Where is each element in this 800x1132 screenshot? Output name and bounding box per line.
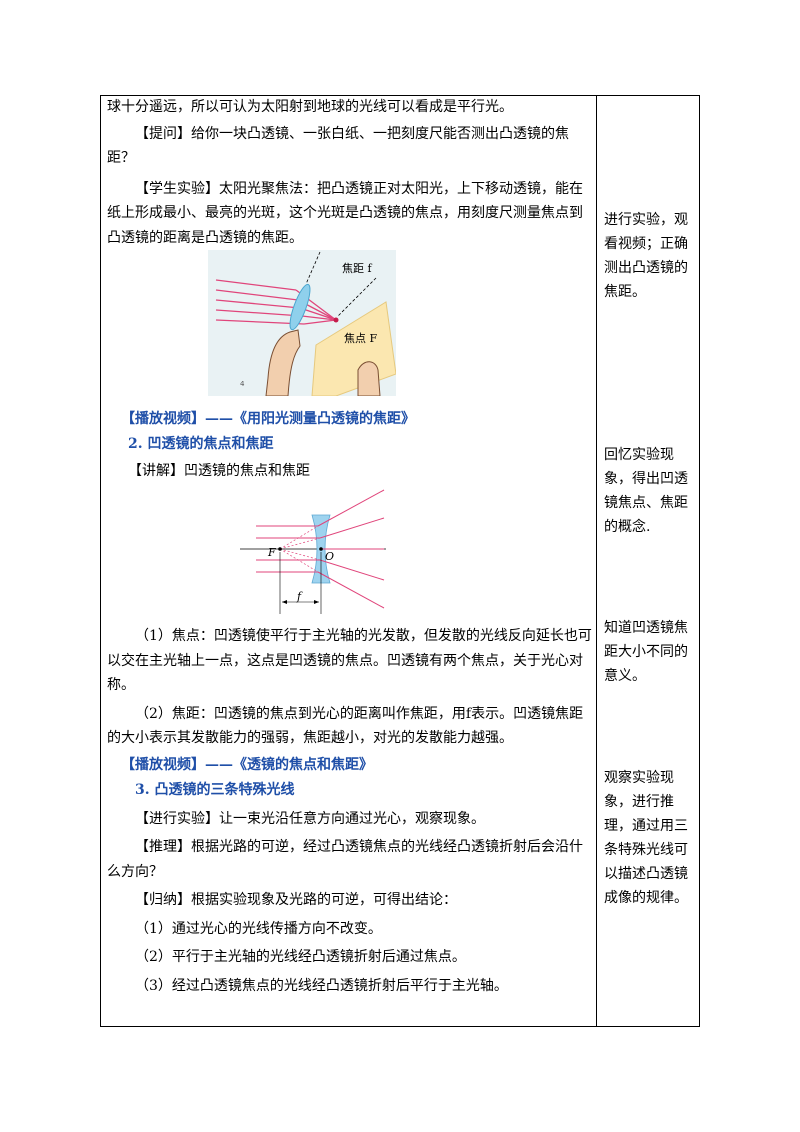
paragraph-1: 球十分遥远，所以可认为太阳射到地球的光线可以看成是平行光。 xyxy=(107,99,513,115)
convex-lens-photo: 焦距 f 焦点 F 4 xyxy=(208,250,397,397)
conclusion-3: （3）经过凸透镜焦点的光线经凸透镜折射后平行于主光轴。 xyxy=(135,977,508,994)
paragraph-summary: 【归纳】根据实验现象及光路的可逆，可得出结论： xyxy=(135,892,457,908)
paragraph-explain: 【讲解】凹透镜的焦点和焦距 xyxy=(128,463,310,479)
paragraph-focus-def: （1）焦点：凹透镜使平行于主光轴的光发散，但发散的光线反向延长也可以交在主光轴上… xyxy=(107,628,592,693)
label-f: f xyxy=(296,590,303,603)
side-note-4: 观察实验现象，进行推理，通过用三条特殊光线可以描述凸透镜成像的规律。 xyxy=(604,770,688,906)
figure-corner-number: 4 xyxy=(240,380,245,388)
concave-lens-svg: F O f xyxy=(240,489,386,614)
video-link-2[interactable]: 【播放视频】——《透镜的焦点和焦距》 xyxy=(121,756,373,773)
side-note-1: 进行实验，观看视频；正确测出凸透镜的焦距。 xyxy=(604,212,688,300)
label-focal-length: 焦距 f xyxy=(342,262,372,275)
convex-lens-illustration: 焦距 f 焦点 F 4 xyxy=(208,250,397,397)
main-column: 球十分遥远，所以可认为太阳射到地球的光线可以看成是平行光。 【提问】给你一块凸透… xyxy=(107,95,592,250)
paragraph-experiment: 【学生实验】太阳光聚焦法：把凸透镜正对太阳光，上下移动透镜，能在纸上形成最小、最… xyxy=(107,180,583,246)
table-frame xyxy=(100,95,700,1027)
conclusion-2: （2）平行于主光轴的光线经凸透镜折射后通过焦点。 xyxy=(135,949,466,965)
paragraph-experiment-2: 【进行实验】让一束光沿任意方向通过光心，观察现象。 xyxy=(135,810,485,827)
label-focus: 焦点 F xyxy=(344,332,377,345)
side-note-2: 回忆实验现象，得出凹透镜焦点、焦距的概念. xyxy=(604,447,688,535)
main-column-section-2: 【播放视频】——《用阳光测量凸透镜的焦距》 2. 凹透镜的焦点和焦距 【讲解】凹… xyxy=(107,407,592,484)
side-note-3: 知道凹透镜焦距大小不同的意义。 xyxy=(604,620,688,684)
column-divider xyxy=(596,95,597,1027)
video-link-1[interactable]: 【播放视频】——《用阳光测量凸透镜的焦距》 xyxy=(121,411,415,427)
heading-three-rays: 3. 凸透镜的三条特殊光线 xyxy=(135,782,295,798)
label-O: O xyxy=(325,550,334,563)
label-F: F xyxy=(267,546,276,559)
paragraph-reasoning: 【推理】根据光路的可逆，经过凸透镜焦点的光线经凸透镜折射后会沿什么方向？ xyxy=(107,839,583,880)
concave-lens-diagram: F O f xyxy=(236,488,396,618)
conclusion-1: （1）通过光心的光线传播方向不改变。 xyxy=(135,920,382,937)
paragraph-focal-length-def: （2）焦距：凹透镜的焦点到光心的距离叫作焦距，用f表示。凹透镜焦距的大小表示其发… xyxy=(107,705,584,747)
heading-concave-focus: 2. 凹透镜的焦点和焦距 xyxy=(128,435,274,452)
paragraph-question: 【提问】给你一块凸透镜、一张白纸、一把刻度尺能否测出凸透镜的焦距？ xyxy=(107,125,569,167)
main-column-section-3: （1）焦点：凹透镜使平行于主光轴的光发散，但发散的光线反向延长也可以交在主光轴上… xyxy=(107,624,592,998)
